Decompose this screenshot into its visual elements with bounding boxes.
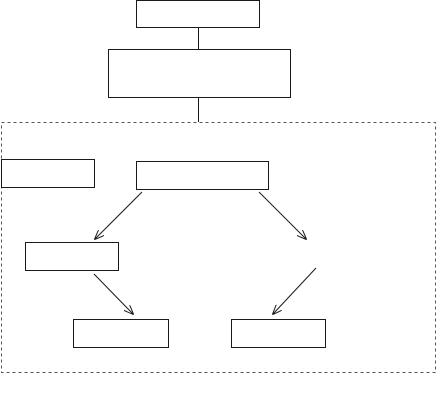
node-side-left [1,159,95,188]
node-mid-left [25,242,119,271]
arrow-center-to-mid-left [95,191,143,239]
arrow-right-to-bottom-right [273,267,317,314]
arrow-center-to-right [258,191,306,239]
node-second [108,49,291,98]
node-top [136,0,260,28]
node-bottom-right [231,319,326,348]
node-center [136,161,269,190]
arrow-mid-left-to-bottom-left [93,273,133,314]
group-frame [1,122,436,373]
node-bottom-left [73,319,169,348]
